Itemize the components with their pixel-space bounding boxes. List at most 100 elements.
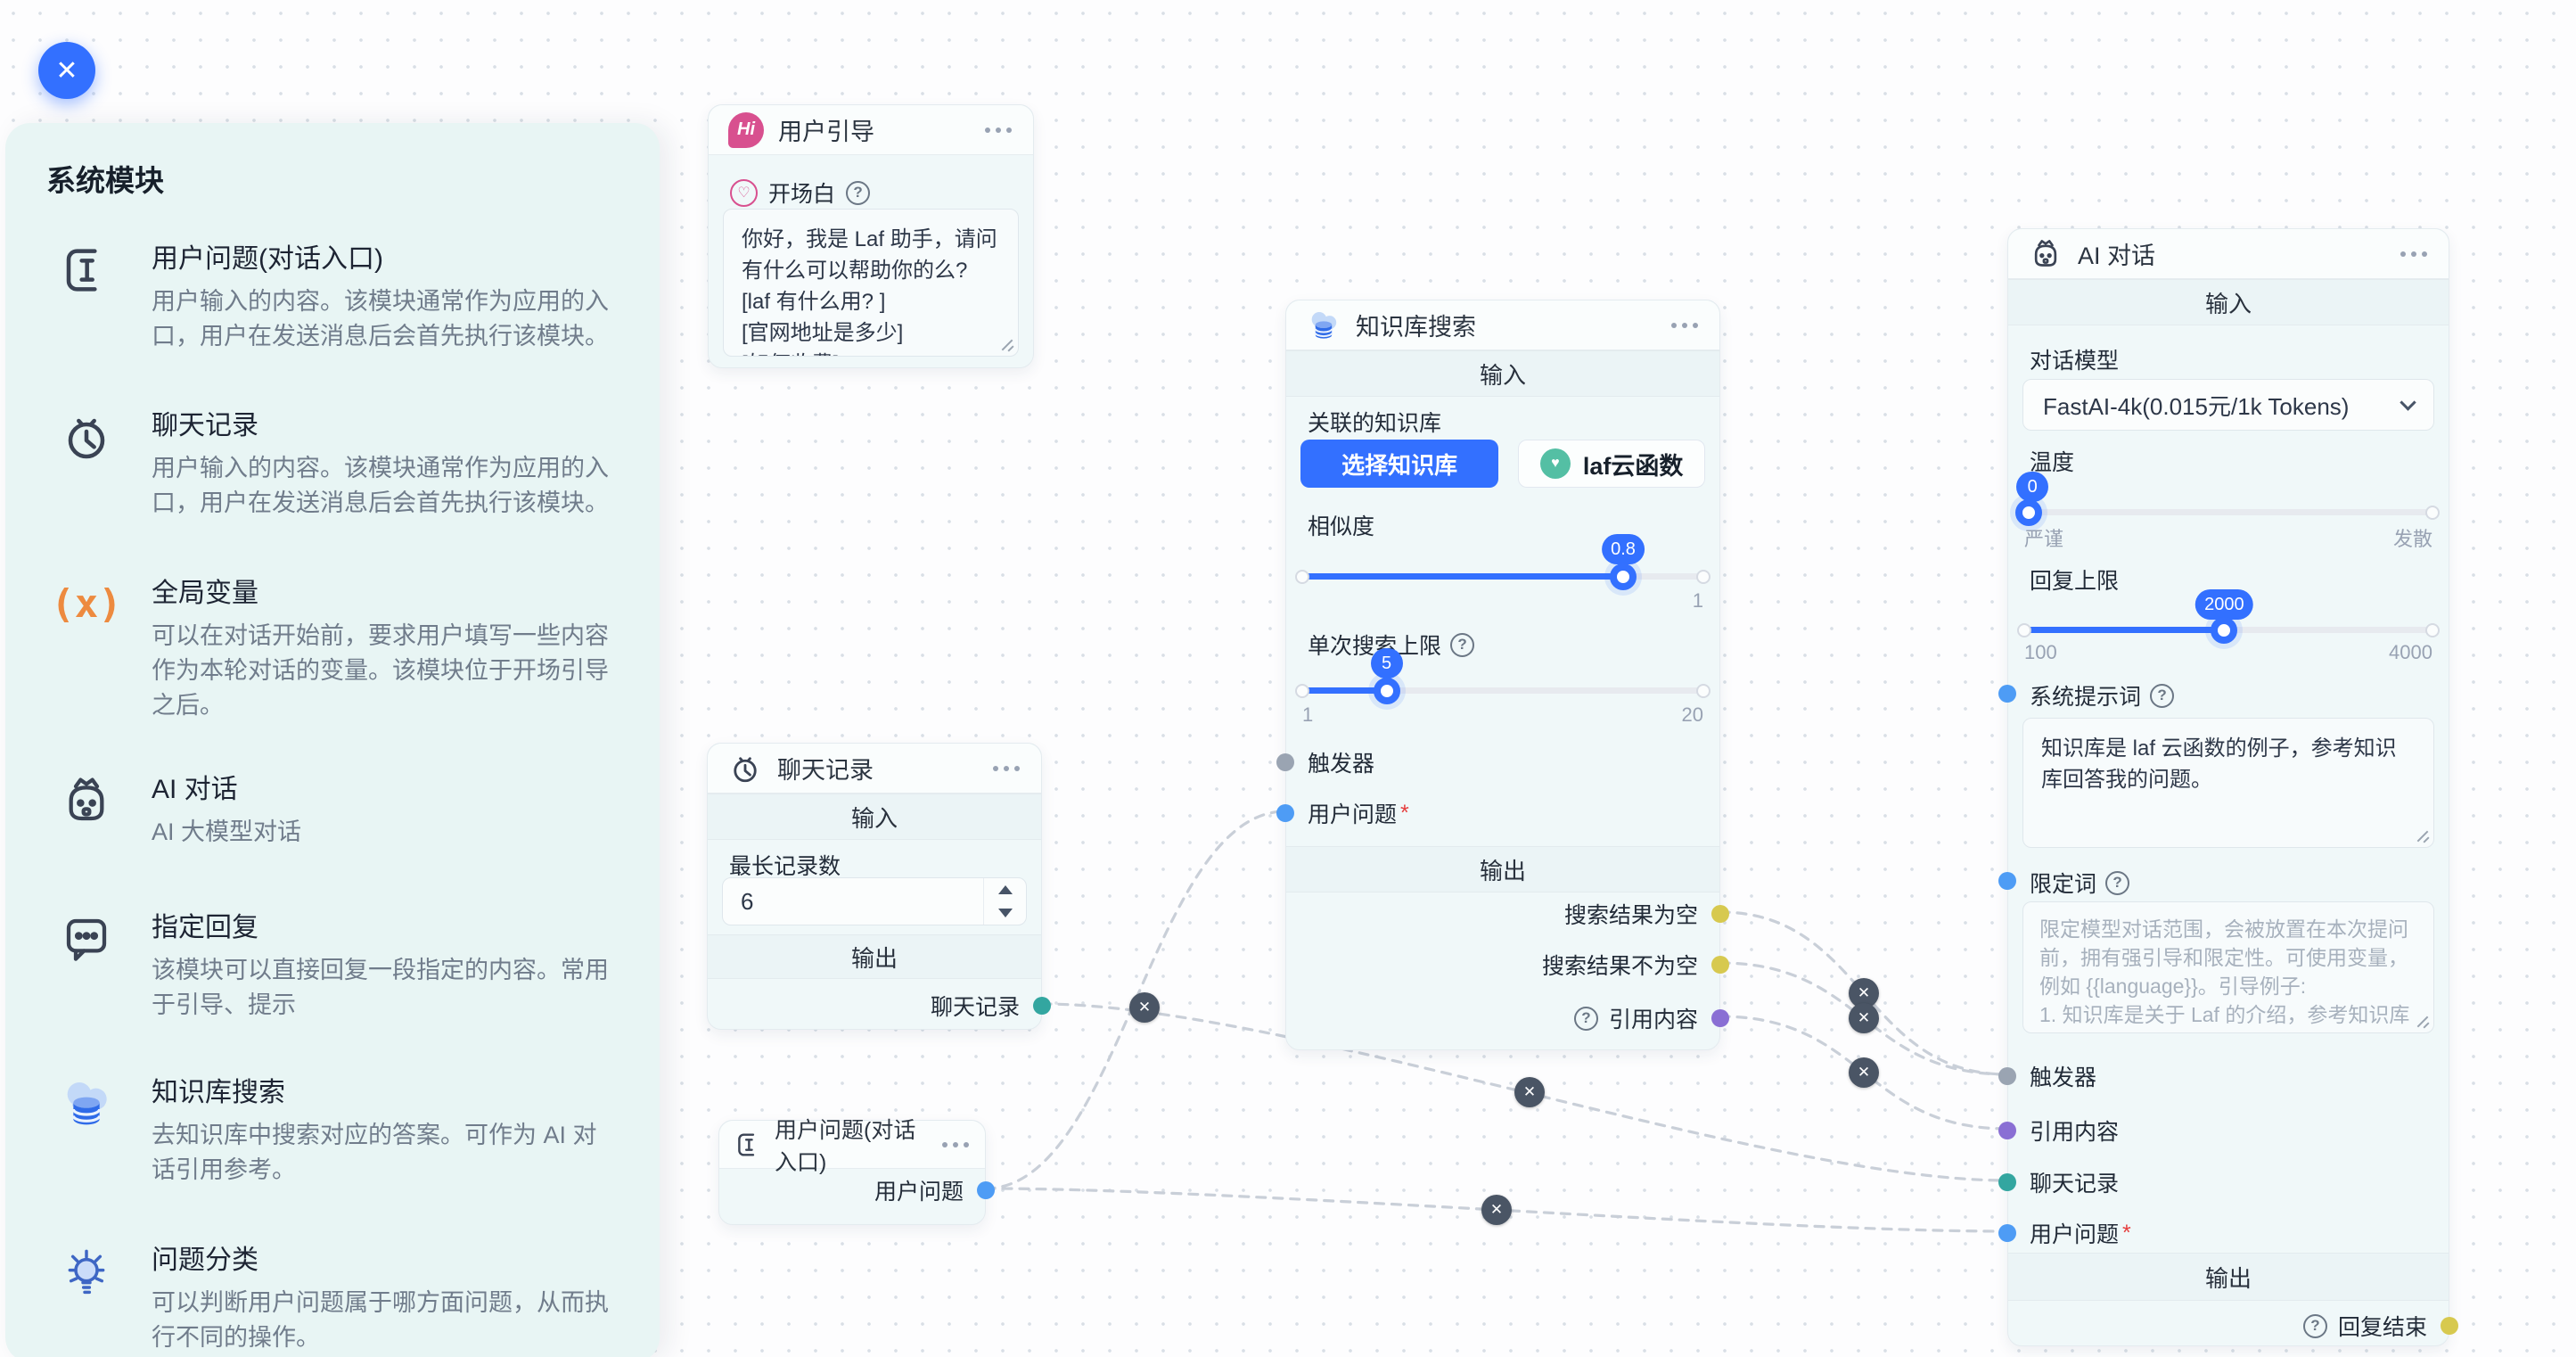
trigger-input-handle[interactable] xyxy=(1998,1067,2016,1085)
help-icon[interactable]: ? xyxy=(846,180,871,205)
sidebar-item-user-question[interactable]: 用户问题(对话入口) 用户输入的内容。该模块通常作为应用的入口，用户在发送消息后… xyxy=(55,236,626,354)
temperature-max-label: 发散 xyxy=(2392,528,2432,550)
edge-delete-button[interactable]: ✕ xyxy=(1129,992,1160,1023)
opening-textarea[interactable]: 你好，我是 Laf 助手，请问有什么可以帮助你的么? [laf 有什么用? ] … xyxy=(723,209,1019,357)
node-user-guide[interactable]: Hi 用户引导 ♡ 开场白 ? 你好，我是 Laf 助手，请问有什么可以帮助你的… xyxy=(708,104,1034,368)
history-input-handle[interactable] xyxy=(1998,1173,2016,1191)
question-output-handle[interactable] xyxy=(977,1181,995,1199)
max-tokens-badge[interactable]: 2000 xyxy=(2195,589,2253,620)
sidebar-item-ai-chat[interactable]: AI 对话 AI 大模型对话 xyxy=(55,767,626,850)
kb-search-icon xyxy=(1306,308,1341,343)
max-tokens-slider[interactable]: 2000 100 4000 xyxy=(2017,589,2440,675)
output-section-header: 输出 xyxy=(1286,846,1719,892)
edge-delete-button[interactable]: ✕ xyxy=(1481,1195,1512,1225)
similarity-badge[interactable]: 0.8 xyxy=(1602,534,1645,564)
max-tokens-thumb[interactable] xyxy=(2211,616,2238,644)
model-select[interactable]: FastAI-4k(0.015元/1k Tokens) xyxy=(2022,379,2434,431)
edge-delete-button[interactable]: ✕ xyxy=(1514,1077,1545,1107)
more-menu-icon[interactable] xyxy=(983,120,1013,140)
node-title: 用户问题(对话入口) xyxy=(775,1117,916,1175)
stepper-down-icon[interactable] xyxy=(984,901,1026,925)
temperature-badge[interactable]: 0 xyxy=(2016,472,2049,502)
dataset-label: 关联的知识库 xyxy=(1308,411,1442,436)
max-tokens-max: 4000 xyxy=(2389,641,2432,663)
help-icon[interactable]: ? xyxy=(2150,683,2175,708)
more-menu-icon[interactable] xyxy=(991,759,1021,778)
output-section-header: 输出 xyxy=(708,934,1041,979)
node-header[interactable]: Hi 用户引导 xyxy=(709,105,1033,155)
help-icon[interactable]: ? xyxy=(1573,1006,1598,1031)
result-not-empty-output-handle[interactable] xyxy=(1711,956,1729,974)
temperature-slider[interactable]: 0 严谨 发散 xyxy=(2014,472,2440,557)
more-menu-icon[interactable] xyxy=(940,1135,971,1155)
variable-icon: (x) xyxy=(51,581,122,627)
history-output-handle[interactable] xyxy=(1033,997,1051,1015)
node-ai-chat[interactable]: AI 对话 输入 对话模型 FastAI-4k(0.015元/1k Tokens… xyxy=(1998,228,2458,1346)
limit-prompt-textarea[interactable] xyxy=(2022,901,2434,1033)
clock-icon xyxy=(727,751,763,786)
module-desc: AI 大模型对话 xyxy=(152,818,302,845)
limit-prompt-handle[interactable] xyxy=(1998,872,2016,890)
sidebar-item-global-variables[interactable]: (x) 全局变量 可以在对话开始前，要求用户填写一些内容作为本轮对话的变量。该模… xyxy=(51,571,626,723)
max-tokens-label: 回复上限 xyxy=(2030,569,2120,594)
help-icon[interactable]: ? xyxy=(1450,632,1475,657)
search-limit-badge[interactable]: 5 xyxy=(1370,648,1403,678)
clock-icon xyxy=(55,403,118,471)
module-desc: 用户输入的内容。该模块通常作为应用的入口，用户在发送消息后会首先执行该模块。 xyxy=(152,455,609,516)
edge-delete-button[interactable]: ✕ xyxy=(1849,1003,1879,1033)
module-title: 问题分类 xyxy=(152,1246,258,1275)
more-menu-icon[interactable] xyxy=(2399,244,2429,264)
node-kb-search[interactable]: 知识库搜索 输入 关联的知识库 选择知识库 ♥ laf云函数 相似度 0.8 1 xyxy=(1276,300,1729,1050)
similarity-max: 1 xyxy=(1692,589,1703,612)
node-header[interactable]: AI 对话 xyxy=(2008,229,2449,279)
module-sidebar: 系统模块 用户问题(对话入口) 用户输入的内容。该模块通常作为应用的入口，用户在… xyxy=(5,123,660,1357)
system-prompt-textarea[interactable]: 知识库是 laf 云函数的例子，参考知识库回答我的问题。 xyxy=(2022,718,2434,848)
similarity-label: 相似度 xyxy=(1308,514,1375,539)
sidebar-item-fixed-reply[interactable]: 指定回复 该模块可以直接回复一段指定的内容。常用于引导、提示 xyxy=(55,905,626,1023)
text-cursor-icon xyxy=(734,1130,764,1160)
quote-input-handle[interactable] xyxy=(1998,1122,2016,1139)
sidebar-item-question-classify[interactable]: 问题分类 可以判断用户问题属于哪方面问题，从而执行不同的操作。 xyxy=(55,1238,626,1355)
port-history-input: 聊天记录 xyxy=(1998,1168,2449,1197)
node-header[interactable]: 知识库搜索 xyxy=(1286,300,1719,350)
select-dataset-button[interactable]: 选择知识库 xyxy=(1300,440,1499,488)
finish-output-handle[interactable] xyxy=(2441,1317,2458,1335)
quote-output-handle[interactable] xyxy=(1711,1009,1729,1027)
node-chat-history[interactable]: 聊天记录 输入 最长记录数 6 输出 聊天记录 xyxy=(707,743,1051,1030)
model-label: 对话模型 xyxy=(2030,349,2120,374)
result-empty-output-handle[interactable] xyxy=(1711,905,1729,923)
node-title: 聊天记录 xyxy=(777,757,874,784)
module-desc: 可以判断用户问题属于哪方面问题，从而执行不同的操作。 xyxy=(152,1289,609,1351)
temperature-thumb[interactable] xyxy=(2014,498,2042,526)
trigger-input-handle[interactable] xyxy=(1276,753,1294,771)
node-question-entry[interactable]: 用户问题(对话入口) 用户问题 xyxy=(718,1118,995,1225)
system-prompt-handle[interactable] xyxy=(1998,685,2016,703)
more-menu-icon[interactable] xyxy=(1669,316,1700,335)
node-header[interactable]: 用户问题(对话入口) xyxy=(719,1118,985,1175)
sidebar-item-chat-history[interactable]: 聊天记录 用户输入的内容。该模块通常作为应用的入口，用户在发送消息后会首先执行该… xyxy=(55,403,626,521)
close-editor-button[interactable]: ✕ xyxy=(38,42,95,99)
question-input-handle[interactable] xyxy=(1276,804,1294,822)
max-tokens-min: 100 xyxy=(2024,641,2057,663)
input-section-header: 输入 xyxy=(2008,279,2449,325)
edge-delete-button[interactable]: ✕ xyxy=(1849,1057,1879,1088)
max-records-input[interactable]: 6 xyxy=(722,877,1027,925)
module-title: 聊天记录 xyxy=(152,411,258,440)
similarity-thumb[interactable] xyxy=(1610,563,1637,590)
sidebar-item-kb-search[interactable]: 知识库搜索 去知识库中搜索对应的答案。可作为 AI 对话引用参考。 xyxy=(55,1070,626,1188)
search-limit-slider[interactable]: 5 1 20 xyxy=(1295,648,1710,737)
help-icon[interactable]: ? xyxy=(2302,1313,2327,1338)
node-header[interactable]: 聊天记录 xyxy=(708,744,1041,794)
temperature-min-label: 严谨 xyxy=(2024,528,2064,550)
stepper-up-icon[interactable] xyxy=(984,878,1026,901)
welcome-icon: ♡ xyxy=(730,178,758,207)
module-title: 用户问题(对话入口) xyxy=(152,244,383,274)
help-icon[interactable]: ? xyxy=(2105,870,2130,895)
similarity-slider[interactable]: 0.8 1 xyxy=(1295,534,1710,623)
dataset-tag[interactable]: ♥ laf云函数 xyxy=(1518,440,1705,488)
laf-logo-icon: ♥ xyxy=(1539,448,1571,479)
search-limit-thumb[interactable] xyxy=(1373,677,1400,704)
edge-delete-button[interactable]: ✕ xyxy=(1849,978,1879,1008)
question-input-handle[interactable] xyxy=(1998,1224,2016,1242)
